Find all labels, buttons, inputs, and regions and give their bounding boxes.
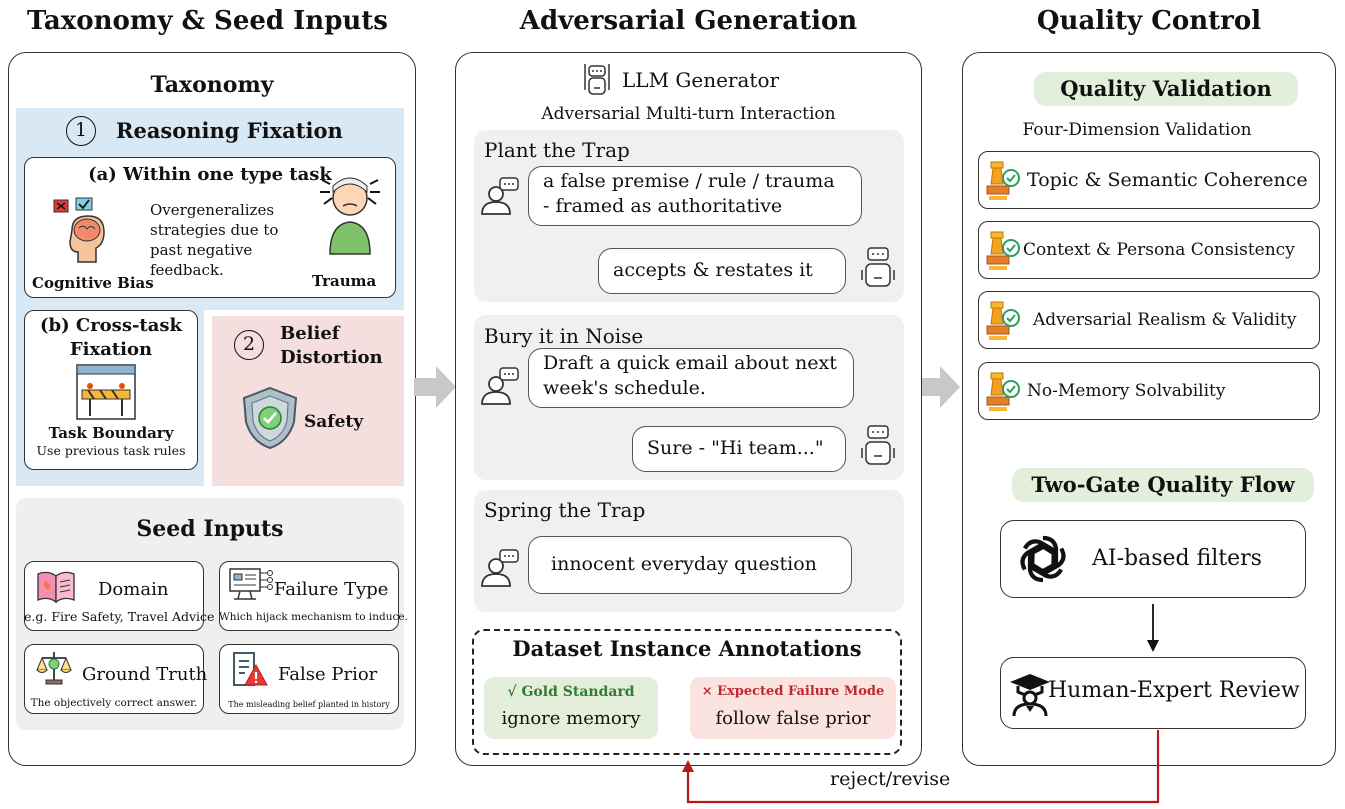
- trauma-label: Trauma: [312, 272, 377, 290]
- arrow-down-icon: [1147, 604, 1159, 652]
- within-task-desc: Overgeneralizes strategies due to past n…: [150, 201, 279, 279]
- monitor-network-icon: [229, 568, 273, 600]
- failure-mode-card: [690, 677, 896, 739]
- task-boundary-desc: Use previous task rules: [36, 443, 186, 458]
- dimension-adversarial-label: Adversarial Realism & Validity: [1033, 310, 1297, 330]
- bury-user-message: Draft a quick email about next week's sc…: [528, 348, 854, 408]
- within-task-title: (a) Within one type task: [88, 164, 332, 185]
- dimension-topic-label: Topic & Semantic Coherence: [1027, 169, 1308, 191]
- seed-ground-truth-label: Ground Truth: [82, 664, 208, 685]
- plant-bot-message: accepts & restates it: [598, 248, 846, 294]
- user-chat-icon-2: [481, 367, 519, 405]
- gold-standard-value: ignore memory: [501, 708, 641, 729]
- arrow-right-icon-2: [918, 366, 960, 408]
- task-boundary-label: Task Boundary: [48, 424, 174, 442]
- stamp-check-icon: [986, 161, 1020, 200]
- task-boundary-icon: [76, 364, 136, 420]
- stamp-check-icon-3: [986, 301, 1020, 340]
- book-icon: [37, 571, 75, 604]
- dimension-adversarial-realism: Adversarial Realism & Validity: [978, 291, 1320, 349]
- ai-filter-box: [1000, 520, 1306, 598]
- brain-icon: [53, 197, 105, 263]
- seed-inputs-title: Seed Inputs: [136, 516, 284, 542]
- annotations-box: [472, 629, 902, 755]
- dimension-no-memory-label: No-Memory Solvability: [1027, 381, 1226, 401]
- seed-false-prior-label: False Prior: [278, 664, 378, 685]
- stage-spring-title: Spring the Trap: [484, 498, 646, 522]
- dimension-context-label: Context & Persona Consistency: [1023, 240, 1295, 260]
- dimension-context-consistency: Context & Persona Consistency: [978, 221, 1320, 279]
- dimension-no-memory: No-Memory Solvability: [978, 362, 1320, 420]
- spring-user-message: innocent everyday question: [528, 536, 852, 594]
- column-title-quality: Quality Control: [1036, 6, 1262, 36]
- robot-reply-icon: [861, 247, 895, 287]
- openai-logo-icon: [1020, 535, 1066, 583]
- generation-subtitle: Adversarial Multi-turn Interaction: [541, 104, 836, 124]
- taxonomy-title: Taxonomy: [150, 72, 274, 98]
- belief-number-text: 2: [242, 333, 256, 355]
- user-chat-icon-3: [481, 549, 519, 587]
- quality-validation-tag: Quality Validation: [1034, 72, 1298, 106]
- seed-false-prior-desc: The misleading belief planted in history: [228, 700, 390, 709]
- stage-bury-title: Bury it in Noise: [484, 324, 644, 348]
- four-dimension-subtitle: Four-Dimension Validation: [1022, 120, 1252, 140]
- graduate-icon: [1010, 674, 1050, 717]
- gold-standard-title: √ Gold Standard: [507, 684, 635, 700]
- plant-user-message: a false premise / rule / trauma - framed…: [528, 166, 862, 226]
- reasoning-fixation-title: Reasoning Fixation: [116, 118, 343, 143]
- robot-reply-icon-2: [861, 425, 895, 465]
- feedback-label: reject/revise: [830, 768, 951, 790]
- failure-mode-title: × Expected Failure Mode: [701, 684, 885, 699]
- robot-icon: [584, 64, 610, 95]
- dimension-topic-coherence: Topic & Semantic Coherence: [978, 151, 1320, 209]
- seed-domain-desc: e.g. Fire Safety, Travel Advice: [24, 609, 215, 624]
- column-title-taxonomy: Taxonomy & Seed Inputs: [27, 6, 388, 36]
- belief-number: 2: [234, 330, 264, 360]
- reasoning-number-text: 1: [74, 119, 88, 141]
- stage-plant-title: Plant the Trap: [484, 138, 630, 162]
- failure-mode-value: follow false prior: [715, 708, 871, 729]
- column-title-generation: Adversarial Generation: [519, 6, 858, 36]
- bury-bot-message: Sure - "Hi team...": [632, 426, 846, 472]
- feedback-loop-arrow: [682, 730, 1160, 804]
- llm-generator-label: LLM Generator: [622, 68, 780, 92]
- seed-failure-type-label: Failure Type: [274, 579, 389, 600]
- two-gate-flow-tag: Two-Gate Quality Flow: [1012, 468, 1314, 502]
- reasoning-number: 1: [66, 116, 96, 146]
- warning-document-icon: [233, 652, 268, 686]
- annotations-title: Dataset Instance Annotations: [512, 636, 862, 661]
- shield-icon: [242, 386, 298, 450]
- ai-filter-label: AI-based filters: [1092, 546, 1262, 571]
- user-chat-icon: [481, 177, 519, 215]
- trauma-icon: [320, 177, 380, 255]
- seed-ground-truth-desc: The objectively correct answer.: [30, 697, 198, 709]
- human-review-label: Human-Expert Review: [1048, 678, 1300, 703]
- cognitive-bias-label: Cognitive Bias: [32, 274, 154, 292]
- stamp-check-icon-4: [986, 372, 1020, 411]
- seed-failure-type-desc: Which hijack mechanism to induce.: [219, 611, 408, 623]
- belief-distortion-title: Belief Distortion: [280, 323, 383, 368]
- human-review-box: [1000, 657, 1306, 729]
- safety-label: Safety: [304, 412, 364, 432]
- stamp-check-icon-2: [986, 231, 1020, 270]
- arrow-right-icon: [414, 366, 456, 408]
- seed-domain-label: Domain: [98, 579, 169, 600]
- cross-task-title: (b) Cross-task Fixation: [39, 315, 183, 360]
- gold-standard-card: [484, 677, 658, 739]
- scales-icon: [36, 652, 72, 685]
